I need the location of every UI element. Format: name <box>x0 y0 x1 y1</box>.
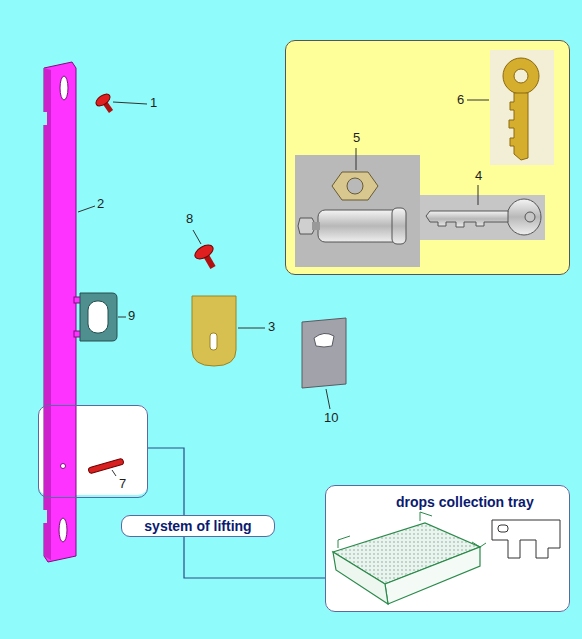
lifting-pin <box>88 458 124 474</box>
nut-hole <box>347 178 363 194</box>
panel-fill <box>285 40 570 275</box>
key-hole <box>514 69 528 83</box>
parts-panel: 6 5 4 <box>285 40 570 275</box>
callout-number: 1 <box>150 96 157 111</box>
key-head <box>503 58 539 94</box>
grey-plate <box>302 318 346 388</box>
leader-line <box>112 470 116 476</box>
cylinder-body <box>318 210 400 242</box>
screw-head <box>94 92 112 109</box>
tray-drawing <box>333 512 560 604</box>
bracket-body <box>80 293 117 341</box>
tray-lug <box>472 542 486 547</box>
hex-nut <box>332 172 378 200</box>
upright-slot <box>60 76 68 100</box>
upright-profile <box>40 62 76 562</box>
photo-frame <box>295 155 420 267</box>
upright-notch <box>40 112 47 125</box>
support-profile <box>492 520 560 558</box>
tray-lug <box>338 512 432 548</box>
support-slot <box>498 525 508 532</box>
connector-label: system of lifting <box>121 515 274 537</box>
box-title: drops collection tray <box>396 494 534 510</box>
plate-body <box>192 296 236 366</box>
plate-slot <box>210 333 217 350</box>
pin-body <box>88 458 124 474</box>
detail-inset: 7 <box>38 405 148 498</box>
leader-line <box>356 148 357 170</box>
key-blade <box>426 211 508 227</box>
callout-number: 6 <box>457 93 464 108</box>
upright-slot <box>59 518 67 542</box>
tray-box: drops collection tray <box>325 485 570 612</box>
leader-line <box>478 185 479 205</box>
bracket-slot <box>88 301 108 333</box>
lock-cylinder <box>298 172 406 244</box>
callout-number: 9 <box>128 309 135 324</box>
leader-line <box>118 317 126 318</box>
callout-number: 7 <box>119 477 126 492</box>
cylinder-face <box>392 208 406 244</box>
photo-frame <box>490 50 554 165</box>
leader-line <box>113 102 147 104</box>
photo-frame <box>420 195 545 240</box>
key-blade <box>509 93 528 160</box>
screw-head <box>193 242 216 262</box>
upright-hole <box>61 464 66 469</box>
yellow-plate <box>192 296 236 366</box>
gold-key <box>503 58 539 160</box>
key-hole <box>525 212 535 222</box>
leader-lines <box>78 100 489 476</box>
cam-pin <box>312 222 320 230</box>
connector-line <box>148 448 325 578</box>
callout-number: 2 <box>97 197 104 212</box>
callout-number: 4 <box>475 169 482 184</box>
tray-fill <box>325 485 570 612</box>
tray-side <box>385 547 480 604</box>
callout-number: 10 <box>324 411 338 426</box>
callout-number: 3 <box>268 320 275 335</box>
leader-line <box>193 230 201 244</box>
screw <box>94 92 118 116</box>
callout-number: 5 <box>353 131 360 146</box>
leader-line <box>467 100 489 101</box>
leader-line <box>238 328 265 329</box>
plate-body <box>302 318 346 388</box>
key-head <box>507 199 541 235</box>
leader-line <box>78 206 95 212</box>
screw <box>193 242 222 272</box>
bracket <box>74 293 117 341</box>
silver-key <box>426 199 541 235</box>
plate-keyhole <box>314 333 334 347</box>
tray-side <box>333 552 388 604</box>
upright-flange <box>44 68 51 560</box>
leader-line <box>326 389 330 409</box>
upright-body <box>44 62 76 562</box>
callout-number: 8 <box>186 212 193 227</box>
upright-notch <box>40 510 47 523</box>
